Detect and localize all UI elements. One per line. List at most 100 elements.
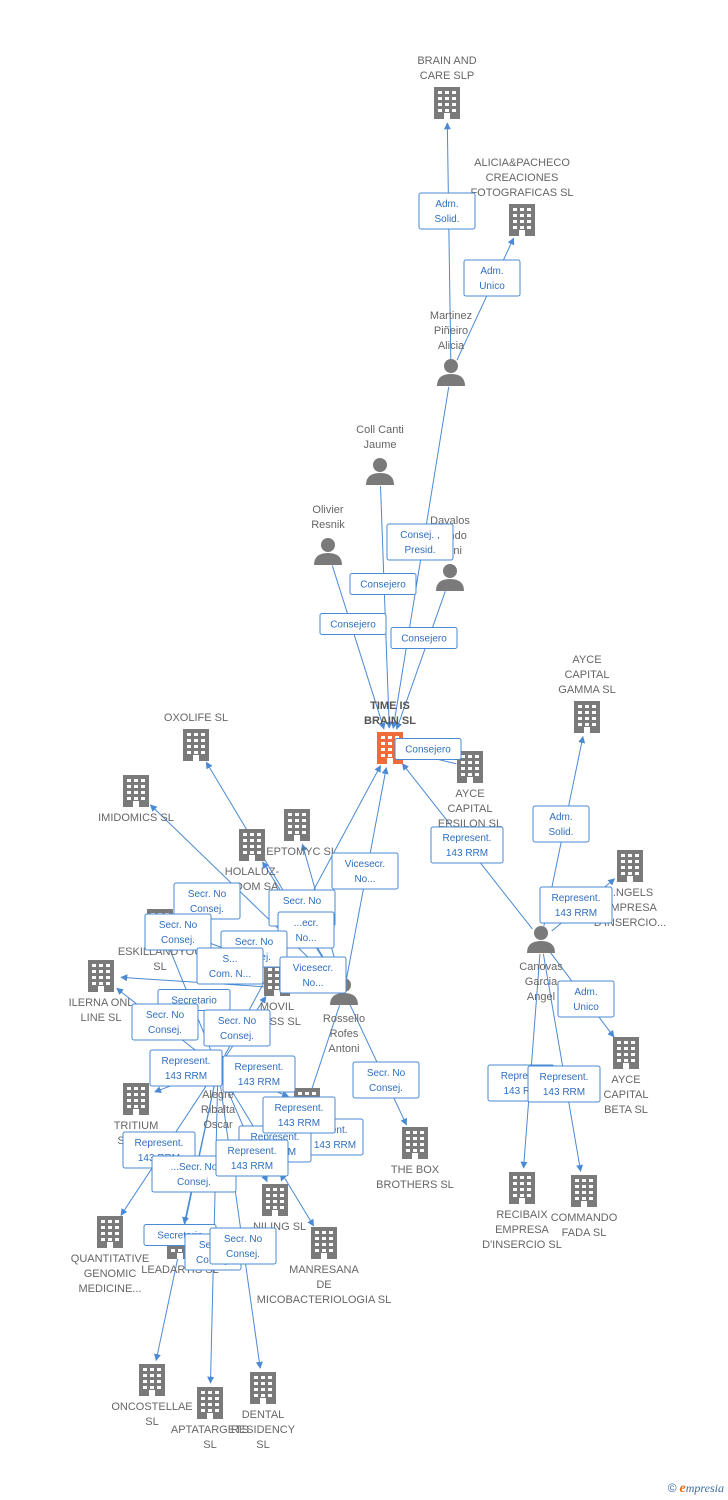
person-icon xyxy=(314,538,342,565)
node-label: Rossello xyxy=(323,1013,365,1025)
node-label: AYCE xyxy=(611,1074,640,1086)
edge-label-alegre-hidden1[interactable]: Represent.143 RRM xyxy=(222,1055,296,1093)
edge-label-martinez-alicia[interactable]: Adm.Unico xyxy=(463,259,521,297)
edge-label-ayceepsilon-time[interactable]: Consejero xyxy=(394,738,462,760)
edge-label-olivier-time[interactable]: Consejero xyxy=(319,613,387,635)
edge-label-text: 143 RRM xyxy=(446,848,488,859)
node-label: FADA SL xyxy=(562,1227,607,1239)
building-icon xyxy=(509,204,535,236)
node-label: TRITIUM xyxy=(114,1120,159,1132)
person-icon xyxy=(436,564,464,591)
edge-label-coll-time[interactable]: Consejero xyxy=(349,573,417,595)
node-label: MANRESANA xyxy=(289,1264,359,1276)
node-label: Angel xyxy=(527,991,555,1003)
node-label: FOTOGRAFICAS SL xyxy=(470,187,573,199)
edge-label-text: Represent. xyxy=(228,1146,277,1157)
node-label: RECIBAIX xyxy=(496,1209,548,1221)
edge-label-martinez-brainandcare[interactable]: Adm.Solid. xyxy=(418,192,476,230)
edge-label-text: Consejero xyxy=(405,745,451,756)
node-label: EMPRESA xyxy=(603,902,657,914)
edge-label-text: Solid. xyxy=(548,827,573,838)
edge-label-text: Adm. xyxy=(574,987,597,998)
edge-label-davalos-time[interactable]: Consejero xyxy=(390,627,458,649)
edge-label-text: Secr. No xyxy=(146,1010,185,1021)
node-label: CREACIONES xyxy=(486,172,559,184)
edge-label-text: Secr. No xyxy=(188,889,227,900)
building-icon xyxy=(88,960,114,992)
edge-alegre-oncostellae xyxy=(154,1081,216,1362)
node-label: Oscar xyxy=(203,1119,233,1131)
node-anilink[interactable]: ...NILING SL xyxy=(244,1184,306,1233)
building-icon xyxy=(197,1387,223,1419)
edge-label-rossello-movil[interactable]: Vicesecr.No... xyxy=(279,956,347,994)
edge-label-alegre-tritium[interactable]: Represent.143 RRM xyxy=(149,1049,223,1087)
edge-label-canovas-angels[interactable]: Represent.143 RRM xyxy=(539,886,613,924)
node-oxolife[interactable]: OXOLIFE SL xyxy=(164,712,228,761)
edge-label-alegre-eskillan[interactable]: S...Com. N... xyxy=(196,947,264,985)
building-icon xyxy=(311,1227,337,1259)
edge-rossello-imidomics xyxy=(149,804,335,983)
copyright-symbol: © xyxy=(667,1481,677,1495)
edge-label-canovas-aycegamma[interactable]: Adm.Solid. xyxy=(532,805,590,843)
edge-label-alegre-movil[interactable]: Represent. 143 RRM xyxy=(215,1139,289,1177)
edge-label-alegre-manresana[interactable]: Represent.143 RRM xyxy=(262,1096,336,1134)
node-label: MICOBACTERIOLOGIA SL xyxy=(257,1294,391,1306)
edge-label-text: Vicesecr. xyxy=(345,859,385,870)
person-icon xyxy=(366,458,394,485)
edge-label-canovas-time[interactable]: Represent.143 RRM xyxy=(430,826,504,864)
edge-label-text: No... xyxy=(354,874,375,885)
node-quantitative[interactable]: QUANTITATIVEGENOMICMEDICINE... xyxy=(71,1216,149,1295)
node-label: RESIDENCY xyxy=(231,1424,296,1436)
edge-label-text: No... xyxy=(295,933,316,944)
edge-label-text: Secr. No xyxy=(159,920,198,931)
edge-label-canovas-commando[interactable]: Represent.143 RRM xyxy=(527,1065,601,1103)
edge-canovas-recibaix xyxy=(520,953,541,1169)
node-peptomyc[interactable]: ...EPTOMYC SL xyxy=(257,809,337,858)
node-label: TIME IS xyxy=(370,700,410,712)
node-label: ILERNA ONL xyxy=(69,997,134,1009)
node-label: Coll Canti xyxy=(356,424,404,436)
building-icon xyxy=(123,1083,149,1115)
edge-label-text: ...ecr. xyxy=(294,918,318,929)
edge-label-text: Vicesecr. xyxy=(293,963,333,974)
edge-label-text: 143 RRM xyxy=(278,1118,320,1129)
edge-label-rossello-time[interactable]: Vicesecr. No... xyxy=(331,852,399,890)
edge-label-text: Repres... xyxy=(501,1071,542,1082)
building-icon xyxy=(571,1175,597,1207)
edge-label-text: Consejero xyxy=(360,580,406,591)
node-label: HOLALUZ- xyxy=(225,866,280,878)
node-label: CAPITAL xyxy=(564,669,609,681)
edge-label-canovas-aycebeta[interactable]: Adm.Unico xyxy=(557,980,615,1018)
building-icon xyxy=(139,1364,165,1396)
node-label: Jaume xyxy=(363,439,396,451)
edge-label-rossello-holaluz[interactable]: ...ecr. No... xyxy=(277,911,335,949)
edge-label-martinez-time[interactable]: Consej. ,Presid. xyxy=(386,523,454,561)
edge-martinez-alicia xyxy=(456,237,515,361)
node-label: MEDICINE... xyxy=(79,1283,142,1295)
edge-label-text: 143 RRM xyxy=(231,1161,273,1172)
footer-brand[interactable]: ©empresia xyxy=(668,1481,724,1497)
node-imidomics[interactable]: IMIDOMICS SL xyxy=(98,775,174,824)
